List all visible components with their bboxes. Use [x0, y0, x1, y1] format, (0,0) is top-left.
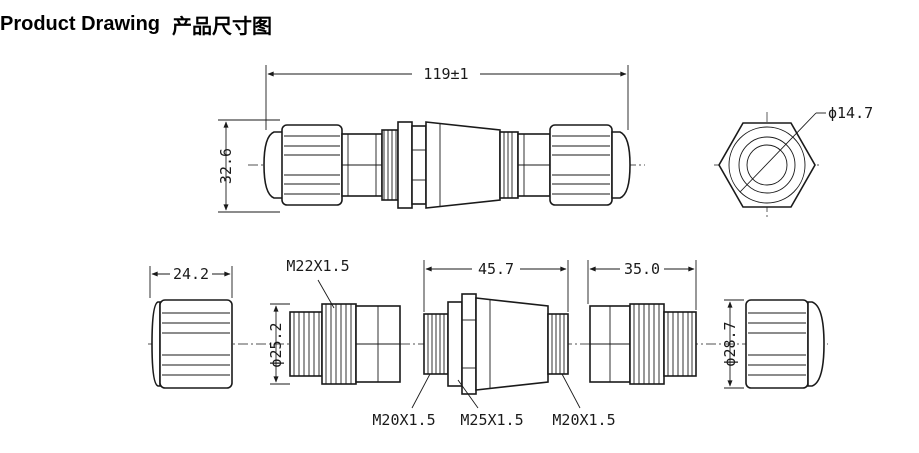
header-title-cn: 产品尺寸图 — [172, 13, 273, 38]
dim-inner-diameter: ϕ25.2 — [267, 322, 285, 367]
header-title-en: Product Drawing — [0, 12, 161, 35]
right-claw-part: 35.0 — [587, 260, 697, 385]
dim-center-length: 45.7 — [478, 260, 514, 278]
dim-hex-diameter: ϕ14.7 — [828, 104, 873, 122]
hex-end-view: ϕ14.7 — [714, 104, 873, 220]
drawing-header: Product Drawing 产品尺寸图 — [0, 8, 272, 40]
claw-seal-part: ϕ25.2 M22X1.5 — [267, 257, 401, 385]
exploded-view: 24.2 ϕ25.2 M22X1.5 — [148, 257, 828, 429]
center-body-part: 45.7 — [423, 260, 569, 395]
dim-overall-height: 32.6 — [217, 148, 235, 184]
label-thread-m25: M25X1.5 — [460, 411, 523, 429]
dim-overall-length: 119±1 — [423, 65, 468, 83]
dim-nut-length: 24.2 — [173, 265, 209, 283]
dim-right-diameter: ϕ28.7 — [721, 321, 739, 366]
dim-right-part-length: 35.0 — [624, 260, 660, 278]
label-thread-m20-left: M20X1.5 — [372, 411, 435, 429]
label-thread-m22: M22X1.5 — [286, 257, 349, 275]
label-thread-m20-right: M20X1.5 — [552, 411, 615, 429]
assembled-connector-view: 119±1 32.6 — [217, 65, 645, 213]
right-nut-part: ϕ28.7 — [721, 299, 825, 389]
left-nut-part: 24.2 — [149, 265, 233, 389]
